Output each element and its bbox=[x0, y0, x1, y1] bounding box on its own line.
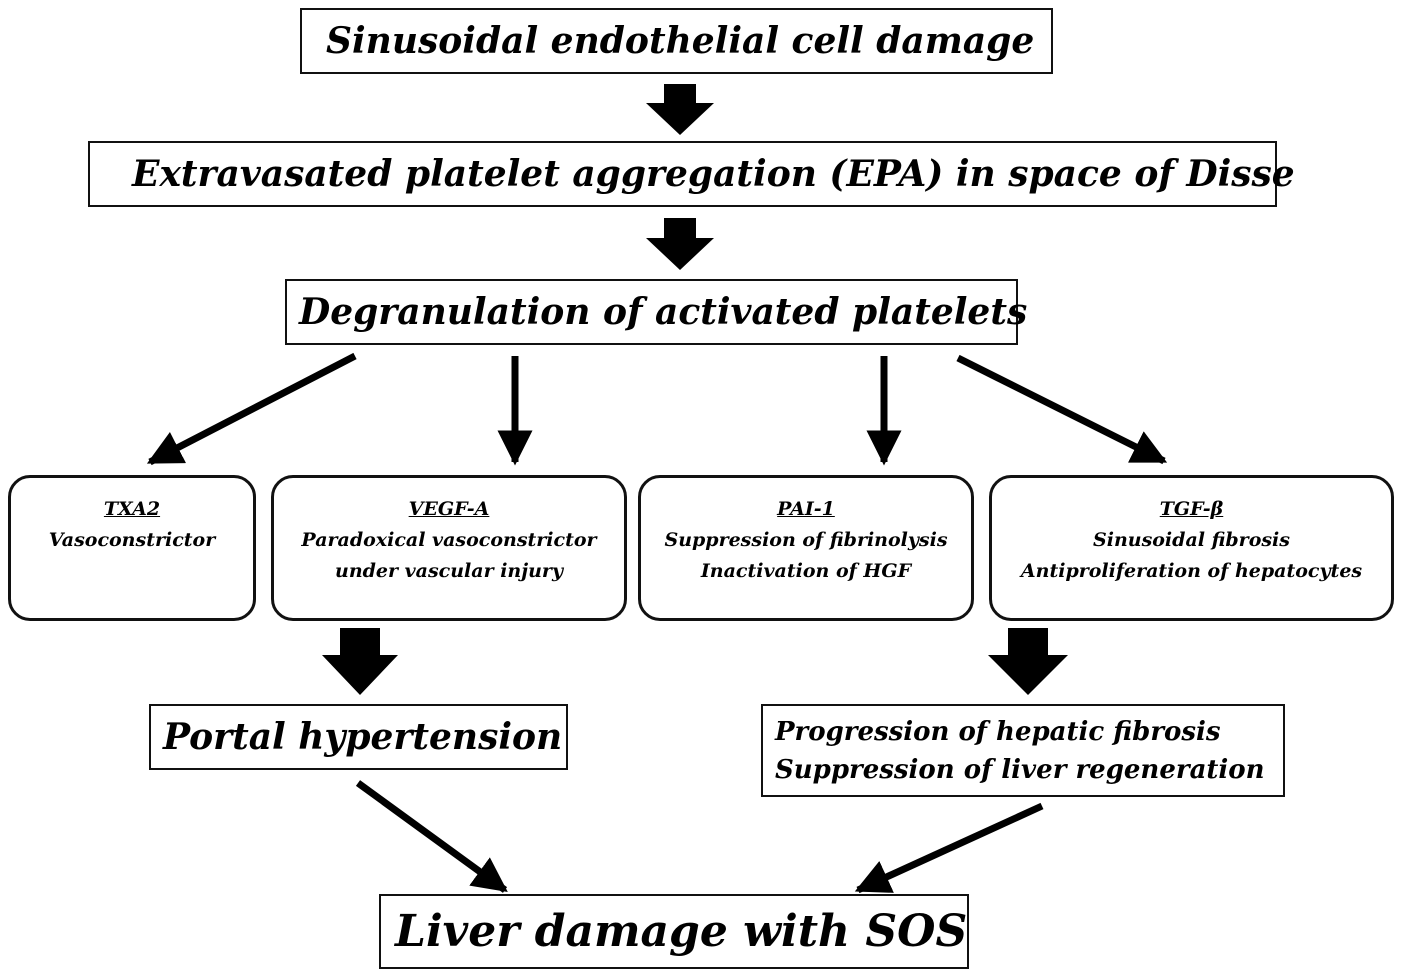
box-portal-hypertension: Portal hypertension bbox=[149, 704, 568, 770]
fibrosis-line-2: Suppression of liver regeneration bbox=[775, 754, 1265, 785]
box-tgf-beta: TGF-β Sinusoidal fibrosis Antiproliferat… bbox=[989, 475, 1394, 621]
vegf-line-2: under vascular injury bbox=[335, 560, 563, 582]
fibrosis-line-1: Progression of hepatic fibrosis bbox=[775, 716, 1221, 747]
box-fibrosis: Progression of hepatic fibrosis Suppress… bbox=[761, 704, 1285, 797]
block-arrow-tgf-to-fibrosis bbox=[988, 628, 1068, 695]
tgf-beta-line-2: Antiproliferation of hepatocytes bbox=[1020, 560, 1363, 582]
pai1-title: PAI-1 bbox=[777, 498, 835, 520]
txa2-line-1: Vasoconstrictor bbox=[48, 529, 216, 551]
box-degranulation: Degranulation of activated platelets bbox=[285, 279, 1028, 345]
box-sinusoidal-damage-label: Sinusoidal endothelial cell damage bbox=[326, 20, 1035, 62]
arrow-portal-to-sos bbox=[355, 780, 508, 893]
box-pai1: PAI-1 Suppression of fibrinolysis Inacti… bbox=[638, 475, 974, 621]
block-arrow-sinusoidal-to-epa bbox=[646, 84, 714, 135]
txa2-title: TXA2 bbox=[103, 498, 161, 520]
block-arrow-epa-to-degranulation bbox=[646, 218, 714, 270]
tgf-beta-line-1: Sinusoidal fibrosis bbox=[1093, 529, 1290, 551]
box-sos-label: Liver damage with SOS bbox=[395, 905, 968, 957]
arrow-fibrosis-to-sos bbox=[854, 802, 1044, 894]
box-epa-label: Extravasated platelet aggregation (EPA) … bbox=[132, 153, 1295, 195]
pai1-line-1: Suppression of fibrinolysis bbox=[664, 529, 948, 551]
block-arrow-vegf-to-portal bbox=[322, 628, 398, 695]
box-degranulation-label: Degranulation of activated platelets bbox=[299, 291, 1028, 333]
tgf-beta-title: TGF-β bbox=[1159, 498, 1224, 520]
pai1-line-2: Inactivation of HGF bbox=[700, 560, 912, 582]
arrow-degranulation-to-txa2 bbox=[146, 352, 357, 466]
box-vegf: VEGF-A Paradoxical vasoconstrictor under… bbox=[271, 475, 627, 621]
box-sinusoidal-damage: Sinusoidal endothelial cell damage bbox=[300, 8, 1053, 74]
box-portal-hypertension-label: Portal hypertension bbox=[163, 716, 563, 758]
box-txa2: TXA2 Vasoconstrictor bbox=[8, 475, 256, 621]
vegf-line-1: Paradoxical vasoconstrictor bbox=[301, 529, 597, 551]
arrow-degranulation-to-tgf bbox=[956, 354, 1168, 465]
vegf-title: VEGF-A bbox=[408, 498, 490, 520]
box-epa: Extravasated platelet aggregation (EPA) … bbox=[88, 141, 1295, 207]
box-sos: Liver damage with SOS bbox=[379, 894, 969, 969]
